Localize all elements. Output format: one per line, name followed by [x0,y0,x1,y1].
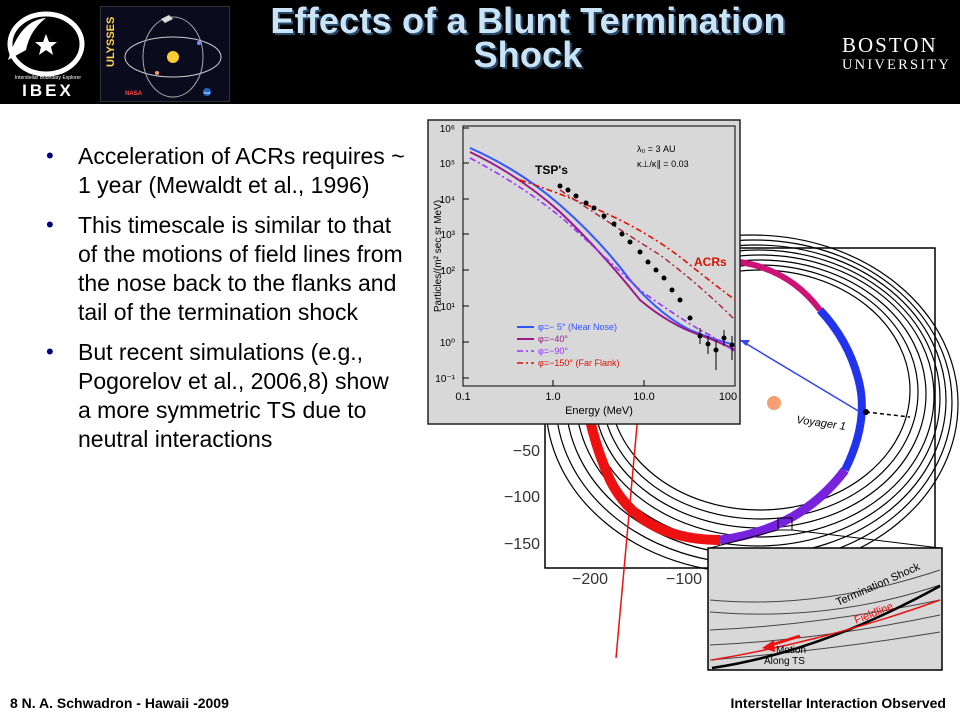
ibex-wordmark: IBEX [22,81,74,100]
spectrum-xlabel: Energy (MeV) [565,405,633,417]
termination-shock-label: Termination Shock [834,561,922,609]
shock-surface-red [578,298,721,545]
nasa-mark: NASA [125,91,143,97]
spectrum-y-tick: 10¹ [441,302,456,313]
back-plot-frame [544,247,936,569]
params-line2: κ⊥/κ∥ = 0.03 [637,159,689,169]
boston-university-logo: BOSTON UNIVERSITY [842,34,960,74]
spectrum-axes-frame [462,125,736,387]
spectrum-x-tick: 10.0 [633,391,654,403]
spectrum-y-tick: 10³ [441,230,456,241]
bullet-text: But recent simulations (e.g., Pogorelov … [78,339,389,452]
curve-phi-40 [469,151,736,351]
ulysses-logo: ULYSSES NASA esa [100,6,230,102]
ibex-logo: Interstellar Boundary Explorer IBEX [0,0,96,104]
far-flank-pointer-line [615,391,641,659]
field-line-arcs [545,234,959,574]
motion-arrow [767,634,801,648]
bullet-text: Acceleration of ACRs requires ~ 1 year (… [78,143,405,198]
back-y-tick: −50 [513,443,540,460]
spectrum-ticks [462,127,736,386]
motion-label-line1: Motion [776,645,806,656]
error-bars [699,328,733,370]
sun-marker [767,396,781,410]
fieldline-label: Fieldline [853,600,895,626]
spectrum-inset: 10⁶ 10⁵ 10⁴ 10³ 10² 10¹ 10⁰ 10⁻¹ 0.1 1.0… [427,119,741,425]
curve-acr-mid [559,189,736,321]
legend-label: φ=−150° (Far Flank) [538,358,619,368]
footer-author: 8 N. A. Schwadron - Hawaii -2009 [10,695,229,711]
spectrum-x-tick: 100 [719,391,737,403]
back-x-tick: −200 [572,571,608,588]
bullet-item: • This timescale is similar to that of th… [46,211,406,327]
shock-surface-purple [719,467,849,545]
tsp-data-points [557,183,735,353]
spectrum-y-tick: 10⁵ [440,159,455,170]
acr-label: ACRs [694,255,727,269]
spectrum-ylabel: Particles/(m² sec sr MeV) [433,200,444,312]
back-y-tick: −150 [504,536,540,553]
voyager-trajectory [865,411,911,418]
zoom-fieldline [711,599,941,661]
esa-mark: esa [204,90,211,95]
back-plot: Voyager 1 −50 −100 −150 −200 −100 [504,234,959,659]
bullet-text: This timescale is similar to that of the… [78,212,403,325]
bullet-item: • Acceleration of ACRs requires ~ 1 year … [46,142,406,200]
shock-surface-blue [817,307,866,472]
legend-label: φ=−90° [538,346,568,356]
nose-pointer-line [739,339,861,413]
bullet-icon: • [46,143,54,168]
bullet-list: • Acceleration of ACRs requires ~ 1 year … [46,142,406,465]
motion-arrowhead [762,640,775,652]
curve-far-flank [519,179,736,301]
legend-label: φ=−40° [538,334,568,344]
curve-near-nose [469,147,736,346]
spectrum-legend: φ=− 5° (Near Nose) φ=−40° φ=−90° φ=−150°… [517,322,619,368]
legend-label: φ=− 5° (Near Nose) [538,322,617,332]
curve-phi-90 [469,157,736,353]
zoom-inset: Termination Shock Fieldline Motion Along… [707,547,943,671]
spectrum-y-tick: 10⁶ [440,124,455,135]
university-name-line1: BOSTON [842,33,938,57]
zoom-connector [791,529,941,549]
slide-title-line1: Effects of a Blunt Termination [270,0,786,41]
tsp-label: TSP's [535,163,568,177]
slide-title-line2: Shock [473,34,583,75]
bullet-icon: • [46,212,54,237]
spectrum-x-tick: 1.0 [545,391,560,403]
ulysses-wordmark: ULYSSES [105,17,117,67]
back-x-tick: −100 [666,571,702,588]
params-line1: λ₀ = 3 AU [637,144,676,154]
motion-label-line2: Along TS [764,656,805,667]
bullet-item: • But recent simulations (e.g., Pogorelov… [46,338,406,454]
zoom-field-lines [709,569,941,661]
bullet-icon: • [46,339,54,364]
spectrum-y-tick: 10⁰ [440,338,455,349]
university-name-line2: UNIVERSITY [842,57,951,73]
header-bar: Interstellar Boundary Explorer IBEX ULYS… [0,0,960,104]
footer-title: Interstellar Interaction Observed [730,695,946,711]
spectrum-y-tick: 10⁴ [440,195,455,206]
spectrum-y-tick: 10⁻¹ [435,374,455,385]
spectrum-x-tick: 0.1 [455,391,470,403]
voyager-label: Voyager 1 [796,414,847,433]
zoom-connector [709,529,779,549]
zoom-source-box [777,517,793,531]
spectrum-y-tick: 10² [441,266,456,277]
slide-title: Effects of a Blunt Termination Shock [228,0,828,75]
ibex-subtitle: Interstellar Boundary Explorer [15,75,81,81]
zoom-shock-line [711,584,941,670]
back-y-tick: −100 [504,489,540,506]
shock-surface-magenta [739,259,823,312]
